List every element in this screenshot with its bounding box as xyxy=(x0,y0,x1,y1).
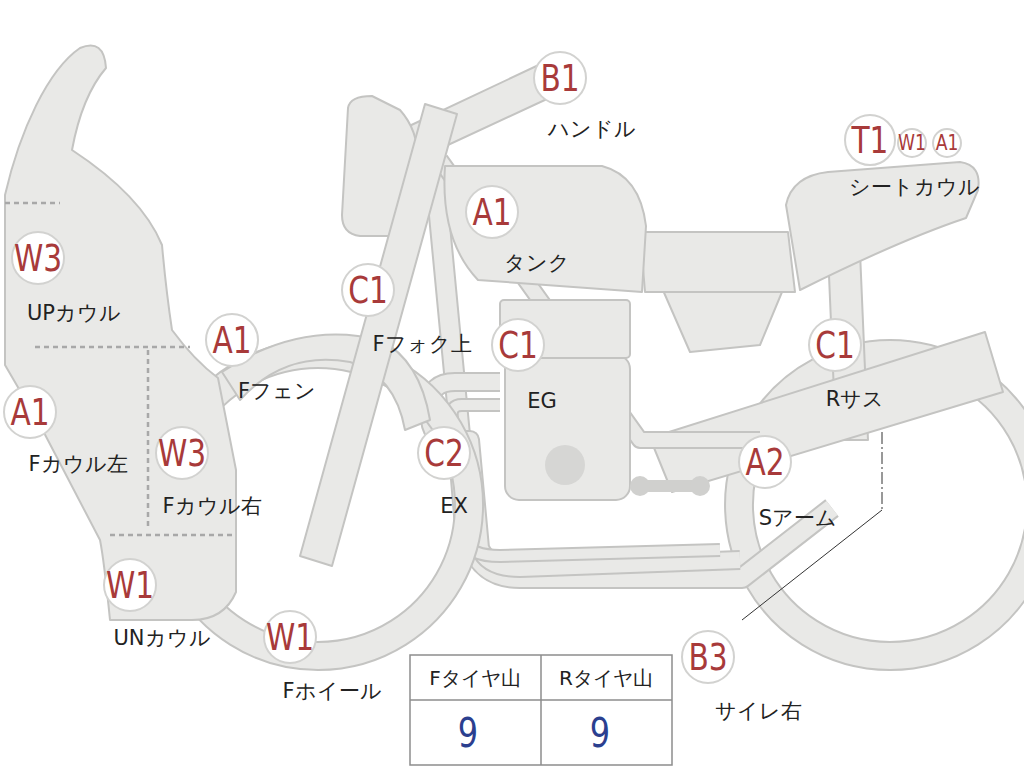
callout-code: W1 xyxy=(266,618,314,656)
part-name: シートカウル xyxy=(849,176,980,199)
callout-circle: T1シートカウル xyxy=(844,114,896,166)
callout-code: W3 xyxy=(14,239,62,277)
part-name: サイレ右 xyxy=(715,700,802,723)
part-name: Fカウル左 xyxy=(28,453,127,476)
callout-circle: A1Fフェン xyxy=(205,313,259,367)
part-name: UNカウル xyxy=(113,627,210,650)
callout-circle: A2Sアーム xyxy=(738,435,792,489)
callout-circle: C1EG xyxy=(491,318,545,372)
table-header: Rタイヤ山 xyxy=(559,668,653,688)
table-value: 9 xyxy=(458,713,478,753)
callout-code: C1 xyxy=(498,326,538,364)
callout-circle: B1ハンドル xyxy=(533,51,587,105)
callout-circle: A1タンク xyxy=(465,185,519,239)
callout-code: A1 xyxy=(936,132,959,154)
part-name: Fフェン xyxy=(238,380,316,403)
callout-code: T1 xyxy=(852,121,889,159)
callout-code: C2 xyxy=(424,434,464,472)
part-name: Rサス xyxy=(826,388,885,411)
part-name: EX xyxy=(440,495,468,518)
callout-circle: C1Rサス xyxy=(808,318,862,372)
part-name: タンク xyxy=(504,252,570,275)
callout-circle: W1Fホイール xyxy=(263,610,317,664)
part-name: Fフォク上 xyxy=(372,333,471,356)
callout-circle: B3サイレ右 xyxy=(681,630,735,684)
table-value: 9 xyxy=(590,713,610,753)
callout-circle: W1 xyxy=(897,128,927,158)
part-name: EG xyxy=(527,390,557,413)
part-name: UPカウル xyxy=(27,302,121,325)
part-name: Sアーム xyxy=(759,507,837,530)
callout-circle: A1 xyxy=(932,128,962,158)
callout-code: B3 xyxy=(688,638,727,676)
callout-circle: C1Fフォク上 xyxy=(341,263,395,317)
callout-circle: C2EX xyxy=(417,426,471,480)
callout-code: C1 xyxy=(348,271,388,309)
callout-code: W1 xyxy=(106,566,154,604)
callout-code: W3 xyxy=(158,434,206,472)
callout-circle: W3UPカウル xyxy=(11,231,65,285)
callout-code: A1 xyxy=(10,393,49,431)
callout-code: A2 xyxy=(745,443,784,481)
table-header: Fタイヤ山 xyxy=(429,668,521,688)
callout-circle: A1Fカウル左 xyxy=(3,385,57,439)
callout-code: B1 xyxy=(540,59,579,97)
callout-circle: W1UNカウル xyxy=(103,558,157,612)
part-name: ハンドル xyxy=(548,118,636,141)
part-name: Fホイール xyxy=(282,680,381,703)
part-name: Fカウル右 xyxy=(162,495,261,518)
callout-code: C1 xyxy=(815,326,855,364)
callout-circle: W3Fカウル右 xyxy=(155,426,209,480)
callout-code: A1 xyxy=(472,193,511,231)
callout-code: W1 xyxy=(898,132,926,154)
callout-code: A1 xyxy=(212,321,251,359)
